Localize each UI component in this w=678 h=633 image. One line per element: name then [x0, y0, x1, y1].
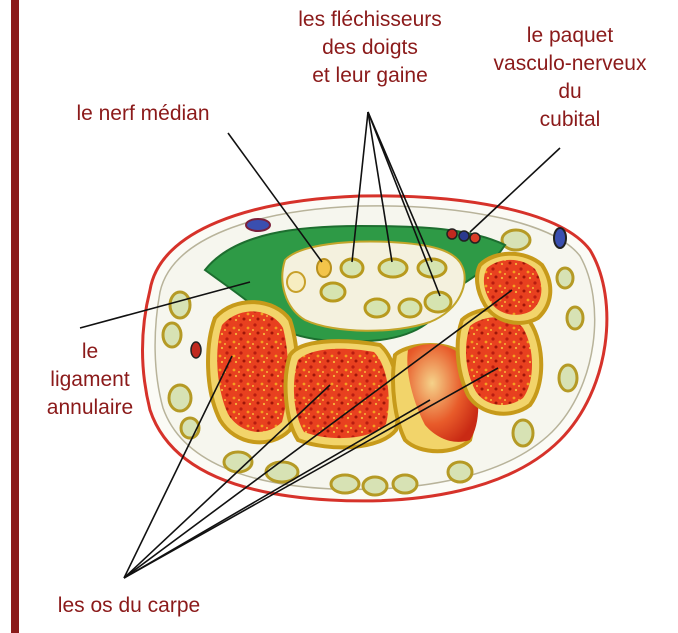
radial-artery	[191, 342, 201, 358]
palmaris-tendon-shape	[287, 272, 305, 292]
label-ulnar-line-3: du	[480, 78, 660, 106]
label-median-nerve: le nerf médian	[48, 100, 238, 128]
label-flexors-line-2: des doigts	[270, 34, 470, 62]
label-ligament-line-3: annulaire	[28, 394, 152, 422]
superficial-vein-right	[554, 228, 566, 248]
label-flexors-line-1: les fléchisseurs	[270, 6, 470, 34]
label-ulnar-line-4: cubital	[480, 106, 660, 134]
label-ulnar-line-1: le paquet	[480, 22, 660, 50]
label-ulnar-bundle: le paquet vasculo-nerveux du cubital	[480, 22, 660, 134]
label-ulnar-line-2: vasculo-nerveux	[480, 50, 660, 78]
label-ligament: le ligament annulaire	[28, 338, 152, 422]
label-flexors-line-3: et leur gaine	[270, 62, 470, 90]
median-nerve-shape	[317, 259, 331, 277]
label-flexors: les fléchisseurs des doigts et leur gain…	[270, 6, 470, 90]
label-carpal-bones: les os du carpe	[34, 592, 224, 620]
label-ligament-line-2: ligament	[28, 366, 152, 394]
superficial-vein-left	[246, 219, 270, 231]
label-ligament-line-1: le	[28, 338, 152, 366]
